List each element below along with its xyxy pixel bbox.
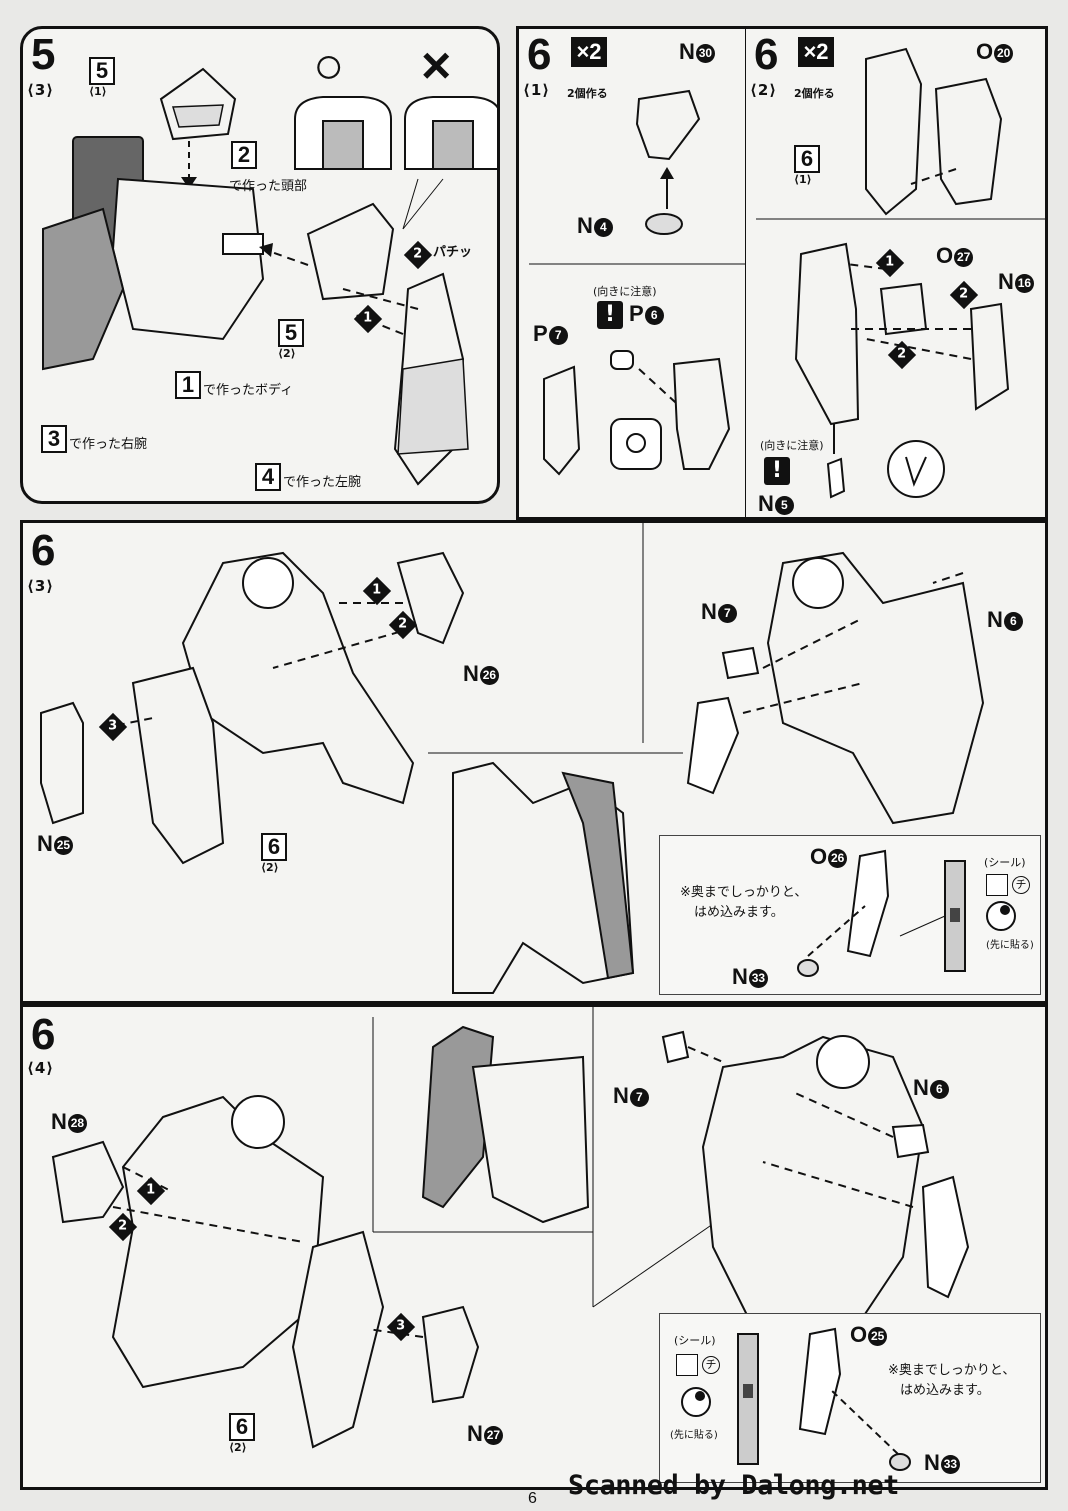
sticker-icon — [676, 1354, 698, 1376]
step-sub-number: ⟨1⟩ — [523, 81, 551, 99]
step-6-2-illustration — [756, 47, 1045, 499]
seal-first-note: (先に貼る) — [986, 940, 1034, 951]
step-6-4-illustration — [51, 1007, 970, 1449]
orientation-caution: (向きに注意) — [593, 285, 657, 298]
orientation-caution: (向きに注意) — [760, 439, 824, 452]
ref-step-box: 3 — [41, 425, 67, 453]
step-sub-number: ⟨4⟩ — [27, 1059, 55, 1077]
ref-left-arm-label: で作った左腕 — [283, 475, 362, 490]
ref-right-arm-label: で作った右腕 — [69, 437, 148, 452]
step-sub-number: ⟨3⟩ — [27, 577, 55, 595]
insert-note-line2: はめ込みます。 — [900, 1383, 990, 1398]
correct-symbol: ○ — [313, 37, 345, 95]
ref-step-box: 2 — [231, 141, 257, 169]
step-number: 6 — [31, 526, 56, 575]
page-number: 6 — [528, 1490, 537, 1507]
seal-code: チ — [702, 1356, 720, 1374]
ref-step-sub: ⟨2⟩ — [261, 861, 279, 874]
make-two-note: 2個作る — [567, 87, 608, 100]
step-5-3-panel: 5 ⟨3⟩ 5 ⟨1⟩ ○ × 2 で作った頭部 — [20, 26, 500, 504]
click-sound-text: パチッ — [433, 245, 473, 260]
multiplier-badge: ×2 — [798, 37, 834, 67]
step-sub-number: ⟨2⟩ — [750, 81, 778, 99]
step-number: 6 — [31, 1010, 56, 1059]
ref-head-label: で作った頭部 — [229, 179, 308, 194]
seal-code: チ — [1012, 876, 1030, 894]
ref-step-box: 5 — [89, 57, 115, 85]
ref-step-sub: ⟨1⟩ — [794, 173, 812, 186]
ref-body-label: で作ったボディ — [203, 383, 294, 398]
incorrect-symbol: × — [421, 37, 452, 95]
ref-step-box: 1 — [175, 371, 201, 399]
seal-first-note: (先に貼る) — [670, 1430, 718, 1441]
step-number: 6 — [754, 30, 779, 79]
sticker-icon — [986, 874, 1008, 896]
seal-label: (シール) — [984, 856, 1026, 869]
ref-step-sub: ⟨2⟩ — [229, 1441, 247, 1454]
seal-label: (シール) — [674, 1334, 716, 1347]
insert-note-line1: ※奥までしっかりと、 — [680, 885, 808, 900]
scan-watermark: Scanned by Dalong.net — [568, 1470, 899, 1501]
caution-icon: ! — [764, 457, 790, 485]
step-number: 6 — [527, 30, 552, 79]
ref-step-box: 6 — [229, 1413, 255, 1441]
step-sub-number: ⟨3⟩ — [27, 81, 55, 99]
multiplier-badge: ×2 — [571, 37, 607, 67]
caution-icon: ! — [597, 301, 623, 329]
insert-note-line2: はめ込みます。 — [694, 905, 784, 920]
ref-step-box: 6 — [261, 833, 287, 861]
ref-step-box: 5 — [278, 319, 304, 347]
ref-step-box: 4 — [255, 463, 281, 491]
insert-note-line1: ※奥までしっかりと、 — [888, 1363, 1016, 1378]
ref-step-sub: ⟨2⟩ — [278, 347, 296, 360]
step-5-3-illustration — [42, 67, 497, 486]
step-6-3-illustration — [40, 523, 985, 994]
ref-step-sub: ⟨1⟩ — [89, 85, 107, 98]
make-two-note: 2個作る — [794, 87, 835, 100]
step-number: 5 — [31, 30, 56, 79]
step-6-1-illustration — [529, 89, 745, 476]
ref-step-box: 6 — [794, 145, 820, 173]
